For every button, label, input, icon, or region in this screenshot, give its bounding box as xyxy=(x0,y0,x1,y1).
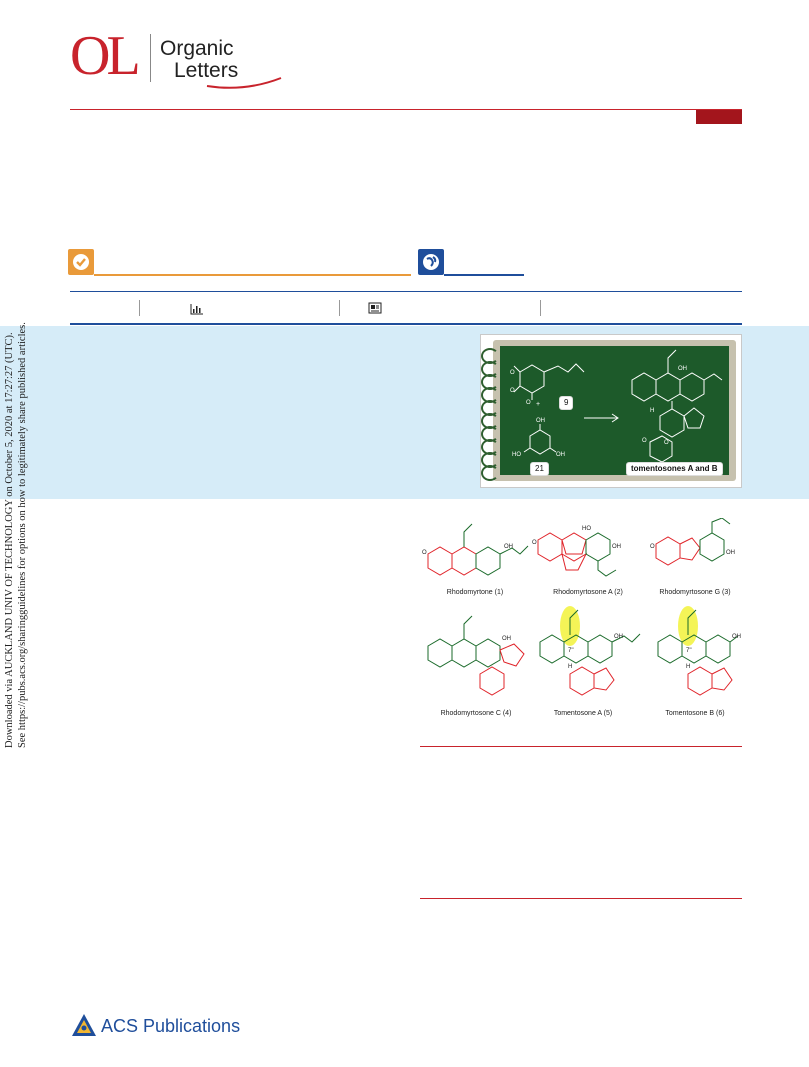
download-notice: Downloaded via AUCKLAND UNIV OF TECHNOLO… xyxy=(4,322,28,748)
svg-text:7'': 7'' xyxy=(568,648,574,654)
compound-21-tag: 21 xyxy=(530,462,549,476)
structure-label: Rhodomyrtosone A (2) xyxy=(553,589,623,596)
journal-name: Organic Letters xyxy=(160,38,238,82)
products-tag: tomentosones A and B xyxy=(626,462,723,476)
read-online-badge[interactable] xyxy=(418,249,444,275)
metrics-separator xyxy=(339,300,340,316)
toc-chemistry-drawing: O O O OH HO OH OH O O H + xyxy=(510,349,723,463)
svg-text:OH: OH xyxy=(732,634,741,640)
svg-text:+: + xyxy=(536,401,540,408)
logo-divider xyxy=(150,34,151,82)
globe-icon xyxy=(423,254,439,270)
structure-label: Tomentosone A (5) xyxy=(553,710,613,717)
structure-label: Rhodomyrtosone C (4) xyxy=(440,710,512,717)
svg-text:Downloaded via AUCKLAND UNIV O: Downloaded via AUCKLAND UNIV OF TECHNOLO… xyxy=(4,332,15,748)
svg-text:OH: OH xyxy=(504,544,513,550)
header-rule xyxy=(70,109,742,110)
metrics-top-rule xyxy=(70,291,742,292)
publisher-name[interactable]: ACS Publications xyxy=(101,1016,241,1036)
svg-text:O: O xyxy=(510,388,515,394)
compound-9-tag: 9 xyxy=(559,396,574,410)
cite-badge[interactable] xyxy=(68,249,94,275)
structure-label: Tomentosone B (6) xyxy=(665,710,725,717)
svg-text:O: O xyxy=(532,540,537,546)
svg-text:H: H xyxy=(568,664,572,670)
read-online-bar xyxy=(444,274,524,276)
svg-text:H: H xyxy=(650,408,654,414)
svg-text:See https://pubs.acs.org/shari: See https://pubs.acs.org/sharingguidelin… xyxy=(17,322,28,748)
metrics-separator xyxy=(540,300,541,316)
svg-text:O: O xyxy=(422,550,427,556)
figure-divider xyxy=(420,746,742,747)
metrics-bottom-rule xyxy=(70,323,742,325)
journal-logo-mark: OL xyxy=(70,25,141,87)
scheme-divider xyxy=(420,898,742,899)
logo-swoosh xyxy=(206,77,282,89)
svg-text:OH: OH xyxy=(678,366,687,372)
svg-text:O: O xyxy=(664,440,669,446)
journal-name-line2: Letters xyxy=(174,59,239,82)
svg-text:OH: OH xyxy=(556,452,565,458)
journal-name-line1: Organic xyxy=(160,37,234,60)
svg-text:HO: HO xyxy=(512,452,521,458)
bar-chart-icon[interactable] xyxy=(190,303,204,315)
article-type-tab xyxy=(696,110,742,124)
svg-text:7'': 7'' xyxy=(686,648,692,654)
figure-structures: OH HO OH OH OH OH OH 7'' 7'' H H O O O xyxy=(422,518,741,696)
svg-text:O: O xyxy=(650,544,655,550)
acs-logo-icon xyxy=(72,1014,96,1036)
svg-text:OH: OH xyxy=(536,418,545,424)
structure-label: Rhodomyrtosone G (3) xyxy=(659,589,731,596)
svg-text:O: O xyxy=(510,370,515,376)
svg-text:O: O xyxy=(642,438,647,444)
svg-text:OH: OH xyxy=(614,634,623,640)
check-icon xyxy=(73,254,89,270)
svg-text:H: H xyxy=(686,664,690,670)
svg-text:OH: OH xyxy=(612,544,621,550)
svg-text:OH: OH xyxy=(726,550,735,556)
article-icon[interactable] xyxy=(368,302,382,314)
svg-text:O: O xyxy=(526,400,531,406)
structure-label: Rhodomyrtone (1) xyxy=(446,589,504,596)
svg-text:OH: OH xyxy=(502,636,511,642)
svg-text:HO: HO xyxy=(582,526,591,532)
cite-bar xyxy=(94,274,411,276)
metrics-separator xyxy=(139,300,140,316)
binding-ring xyxy=(481,465,499,481)
